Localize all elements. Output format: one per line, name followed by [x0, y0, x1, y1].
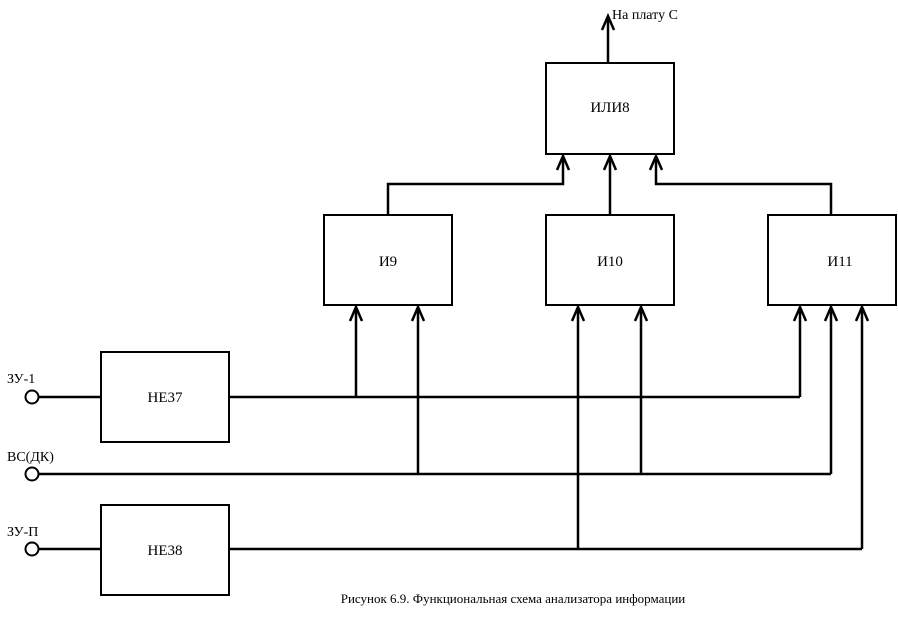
and10-block: И10	[545, 214, 675, 306]
and9-label: И9	[379, 254, 397, 270]
vsdk-to-and9-arrow-icon	[410, 303, 426, 322]
input-vsdk-label: ВС(ДК)	[7, 450, 54, 465]
and11-label: И11	[827, 254, 852, 270]
not37-block: НЕ37	[100, 351, 230, 443]
and9-block: И9	[323, 214, 453, 306]
not38-to-and10-arrow-icon	[570, 303, 586, 322]
or8-block: ИЛИ8	[545, 62, 675, 155]
or8-label: ИЛИ8	[590, 100, 629, 116]
and11-to-or8-wire	[654, 158, 833, 214]
not37-to-and11-arrow-icon	[792, 303, 808, 322]
input-zup-terminal	[24, 541, 40, 557]
not38-to-and11-arrow-icon	[854, 303, 870, 322]
output-label: На плату С	[612, 8, 678, 23]
input-zup-label: ЗУ-П	[7, 525, 38, 540]
and11-block: И11	[767, 214, 897, 306]
input-vsdk-terminal	[24, 466, 40, 482]
and9-to-or8-arrow-icon	[555, 152, 571, 171]
not37-to-and9-arrow-icon	[348, 303, 364, 322]
not38-block: НЕ38	[100, 504, 230, 596]
not38-label: НЕ38	[148, 543, 183, 559]
and9-to-or8-wire	[386, 158, 565, 214]
input-zu1-label: ЗУ-1	[7, 372, 35, 387]
input-zu1-terminal	[24, 389, 40, 405]
and10-to-or8-arrow-icon	[602, 152, 618, 171]
and11-to-or8-arrow-icon	[648, 152, 664, 171]
figure-caption: Рисунок 6.9. Функциональная схема анализ…	[341, 591, 686, 606]
output-arrow-icon	[600, 12, 616, 31]
vsdk-to-and10-arrow-icon	[633, 303, 649, 322]
not37-label: НЕ37	[148, 390, 183, 406]
vsdk-to-and11-arrow-icon	[823, 303, 839, 322]
and10-label: И10	[597, 254, 623, 270]
